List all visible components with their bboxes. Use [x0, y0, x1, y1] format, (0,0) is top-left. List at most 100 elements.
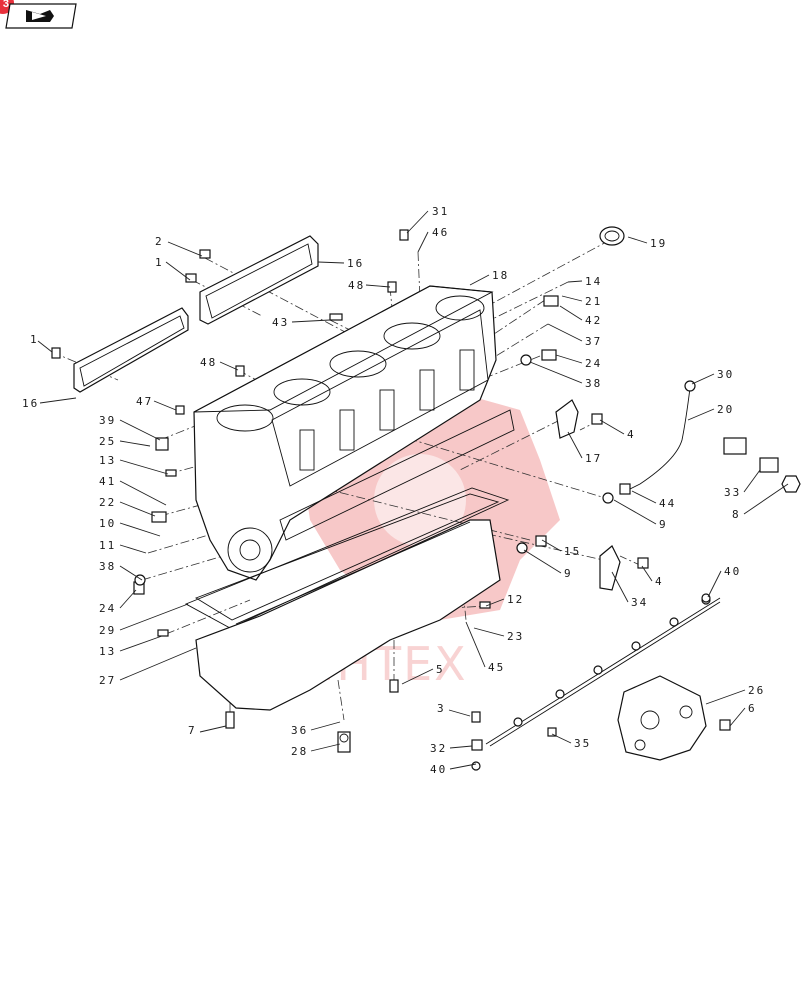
callout-label: 33 [724, 486, 741, 499]
callout-label: 40 [724, 565, 741, 578]
callout-leader-line [561, 295, 583, 302]
callout-leader-line [611, 571, 629, 603]
clip-33 [723, 437, 779, 473]
callout-leader-line [119, 459, 169, 475]
callout-label: 4 [627, 428, 636, 441]
callout-leader-line [613, 499, 657, 525]
callout-label: 25 [99, 435, 116, 448]
callout-leader-line [119, 603, 189, 631]
callout-leader-line [219, 361, 239, 371]
callout-label: 21 [585, 295, 602, 308]
rear-seal-ring [599, 226, 625, 246]
callout-label: 30 [717, 368, 734, 381]
drain-valve [337, 731, 351, 753]
callout-label: 24 [585, 357, 602, 370]
callout-leader-line [641, 565, 653, 582]
callout-label: 7 [188, 724, 197, 737]
callout-leader-line [417, 231, 429, 253]
callout-leader-line [119, 635, 163, 652]
callout-label: 8 [732, 508, 741, 521]
callout-leader-line [165, 261, 191, 281]
callout-label: 10 [99, 517, 116, 530]
oil-pan-gasket [184, 487, 510, 629]
engine-block [193, 285, 515, 581]
callout-leader-line [529, 361, 583, 384]
callout-leader-line [627, 236, 648, 244]
callout-leader-line [551, 733, 572, 744]
navigation-tab-button[interactable] [2, 2, 78, 30]
callout-leader-line [119, 589, 137, 609]
callout-leader-line [559, 305, 583, 321]
mounting-bracket [617, 675, 707, 761]
callout-label: 48 [200, 356, 217, 369]
nut-8 [781, 475, 801, 493]
callout-leader-line [541, 539, 562, 552]
callout-label: 9 [659, 518, 668, 531]
callout-label: 36 [291, 724, 308, 737]
callout-label: 43 [272, 316, 289, 329]
callout-label: 35 [574, 737, 591, 750]
callout-leader-line [523, 549, 562, 574]
callout-leader-line [401, 668, 434, 685]
callout-leader-line [448, 709, 471, 717]
callout-leader-line [119, 647, 197, 681]
callout-leader-line [119, 480, 167, 506]
callout-leader-line [449, 763, 477, 770]
callout-label: 47 [136, 395, 153, 408]
callout-leader-line [119, 440, 151, 447]
callout-leader-line [119, 501, 156, 517]
callout-leader-line [119, 419, 161, 441]
callout-label: 46 [432, 226, 449, 239]
callout-label: 13 [99, 454, 116, 467]
callout-leader-line [199, 725, 227, 733]
callout-leader-line [469, 274, 490, 286]
callout-label: 23 [507, 630, 524, 643]
callout-label: 15 [564, 545, 581, 558]
callout-leader-line [567, 431, 583, 459]
callout-leader-line [631, 490, 657, 504]
cover-17 [555, 399, 579, 439]
callout-leader-line [485, 598, 505, 607]
callout-label: 40 [430, 763, 447, 776]
callout-label: 29 [99, 624, 116, 637]
callout-label: 4 [655, 575, 664, 588]
callout-leader-line [743, 469, 761, 493]
callout-leader-line [465, 621, 486, 668]
callout-leader-line [729, 707, 746, 727]
callout-label: 31 [432, 205, 449, 218]
callout-leader-line [555, 354, 583, 364]
callout-label: 16 [22, 397, 39, 410]
book-arrow-icon [26, 10, 54, 22]
callout-leader-line [310, 721, 341, 731]
callout-label: 26 [748, 684, 765, 697]
callout-label: 44 [659, 497, 676, 510]
callout-leader-line [705, 689, 746, 705]
callout-label: 45 [488, 661, 505, 674]
callout-leader-line [119, 522, 161, 537]
callout-label: 28 [291, 745, 308, 758]
callout-label: 3 [437, 702, 446, 715]
callout-leader-line [37, 340, 53, 353]
callout-leader-line [406, 210, 429, 234]
callout-label: 24 [99, 602, 116, 615]
callout-label: 37 [585, 335, 602, 348]
callout-label: 1 [30, 333, 39, 346]
callout-leader-line [449, 745, 473, 749]
fasteners [51, 229, 731, 771]
callout-label: 11 [99, 539, 116, 552]
callout-leader-line [691, 373, 715, 385]
callout-leader-line [547, 323, 583, 342]
callout-label: 38 [585, 377, 602, 390]
callout-label: 42 [585, 314, 602, 327]
callout-leader-line [687, 408, 715, 421]
callout-label: 17 [585, 452, 602, 465]
callout-label: 13 [99, 645, 116, 658]
callout-label: 39 [99, 414, 116, 427]
callout-label: 22 [99, 496, 116, 509]
callout-label: 34 [631, 596, 648, 609]
callout-label: 5 [436, 663, 445, 676]
callout-label: 41 [99, 475, 116, 488]
callout-label: 48 [348, 279, 365, 292]
